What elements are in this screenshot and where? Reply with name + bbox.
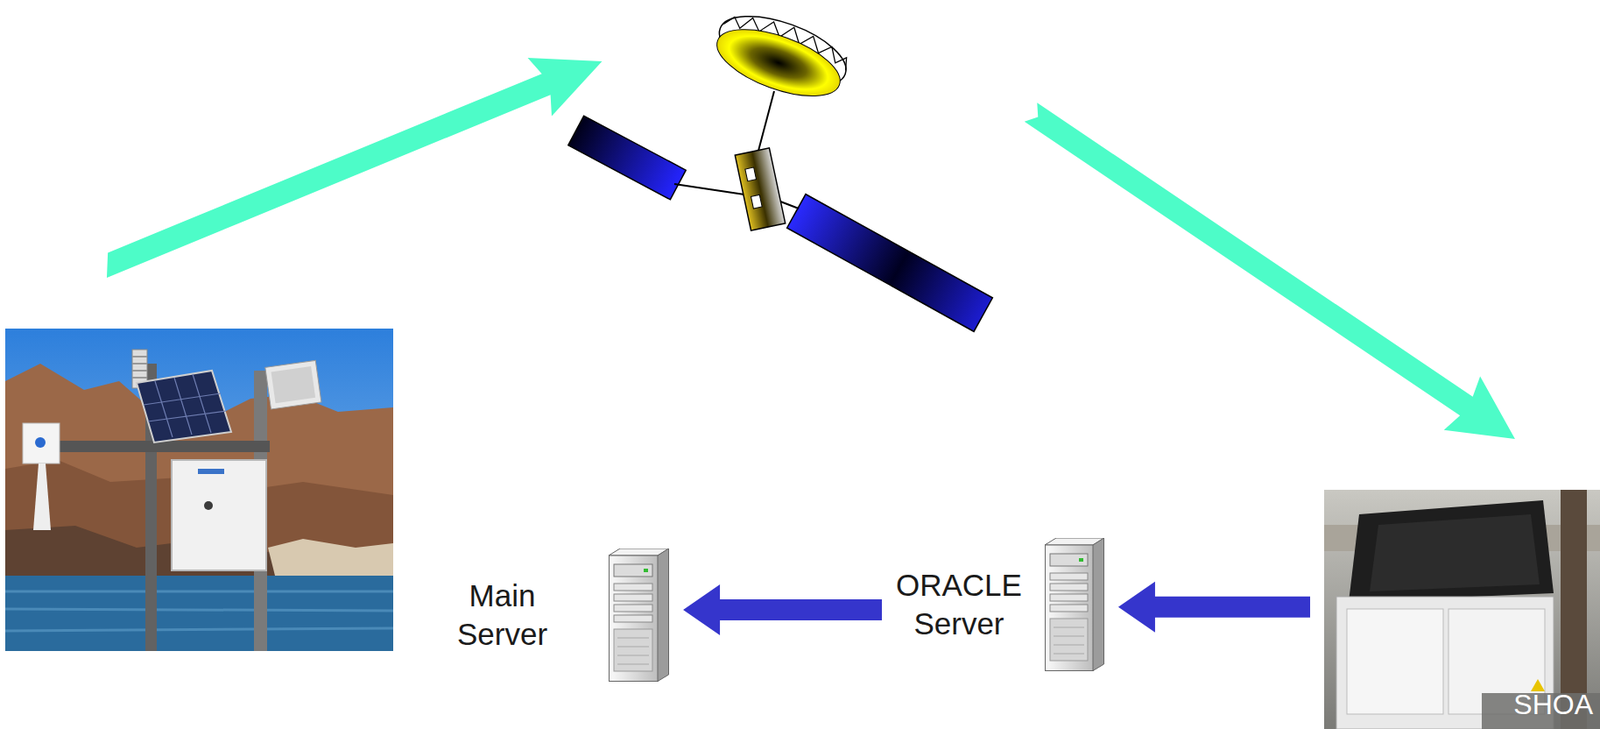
satellite: [568, 1, 994, 332]
server-icon: [608, 548, 670, 682]
server-icon: [1044, 537, 1105, 671]
receiver-node: SHOA: [1324, 489, 1600, 729]
server-node: Main Server: [457, 548, 670, 682]
receiver-photo: [1324, 489, 1600, 729]
node-label: SHOA: [1513, 689, 1593, 720]
uplink-arrow: [90, 32, 614, 297]
station-photo: [5, 328, 394, 651]
node-label: ORACLE Server: [895, 565, 1023, 643]
data-flow-arrow: [683, 584, 882, 635]
node-label: Main Server: [457, 576, 548, 654]
data-flow-arrow: [1118, 581, 1311, 633]
server-node: ORACLE Server: [895, 537, 1105, 671]
downlink-arrow: [1012, 84, 1533, 466]
